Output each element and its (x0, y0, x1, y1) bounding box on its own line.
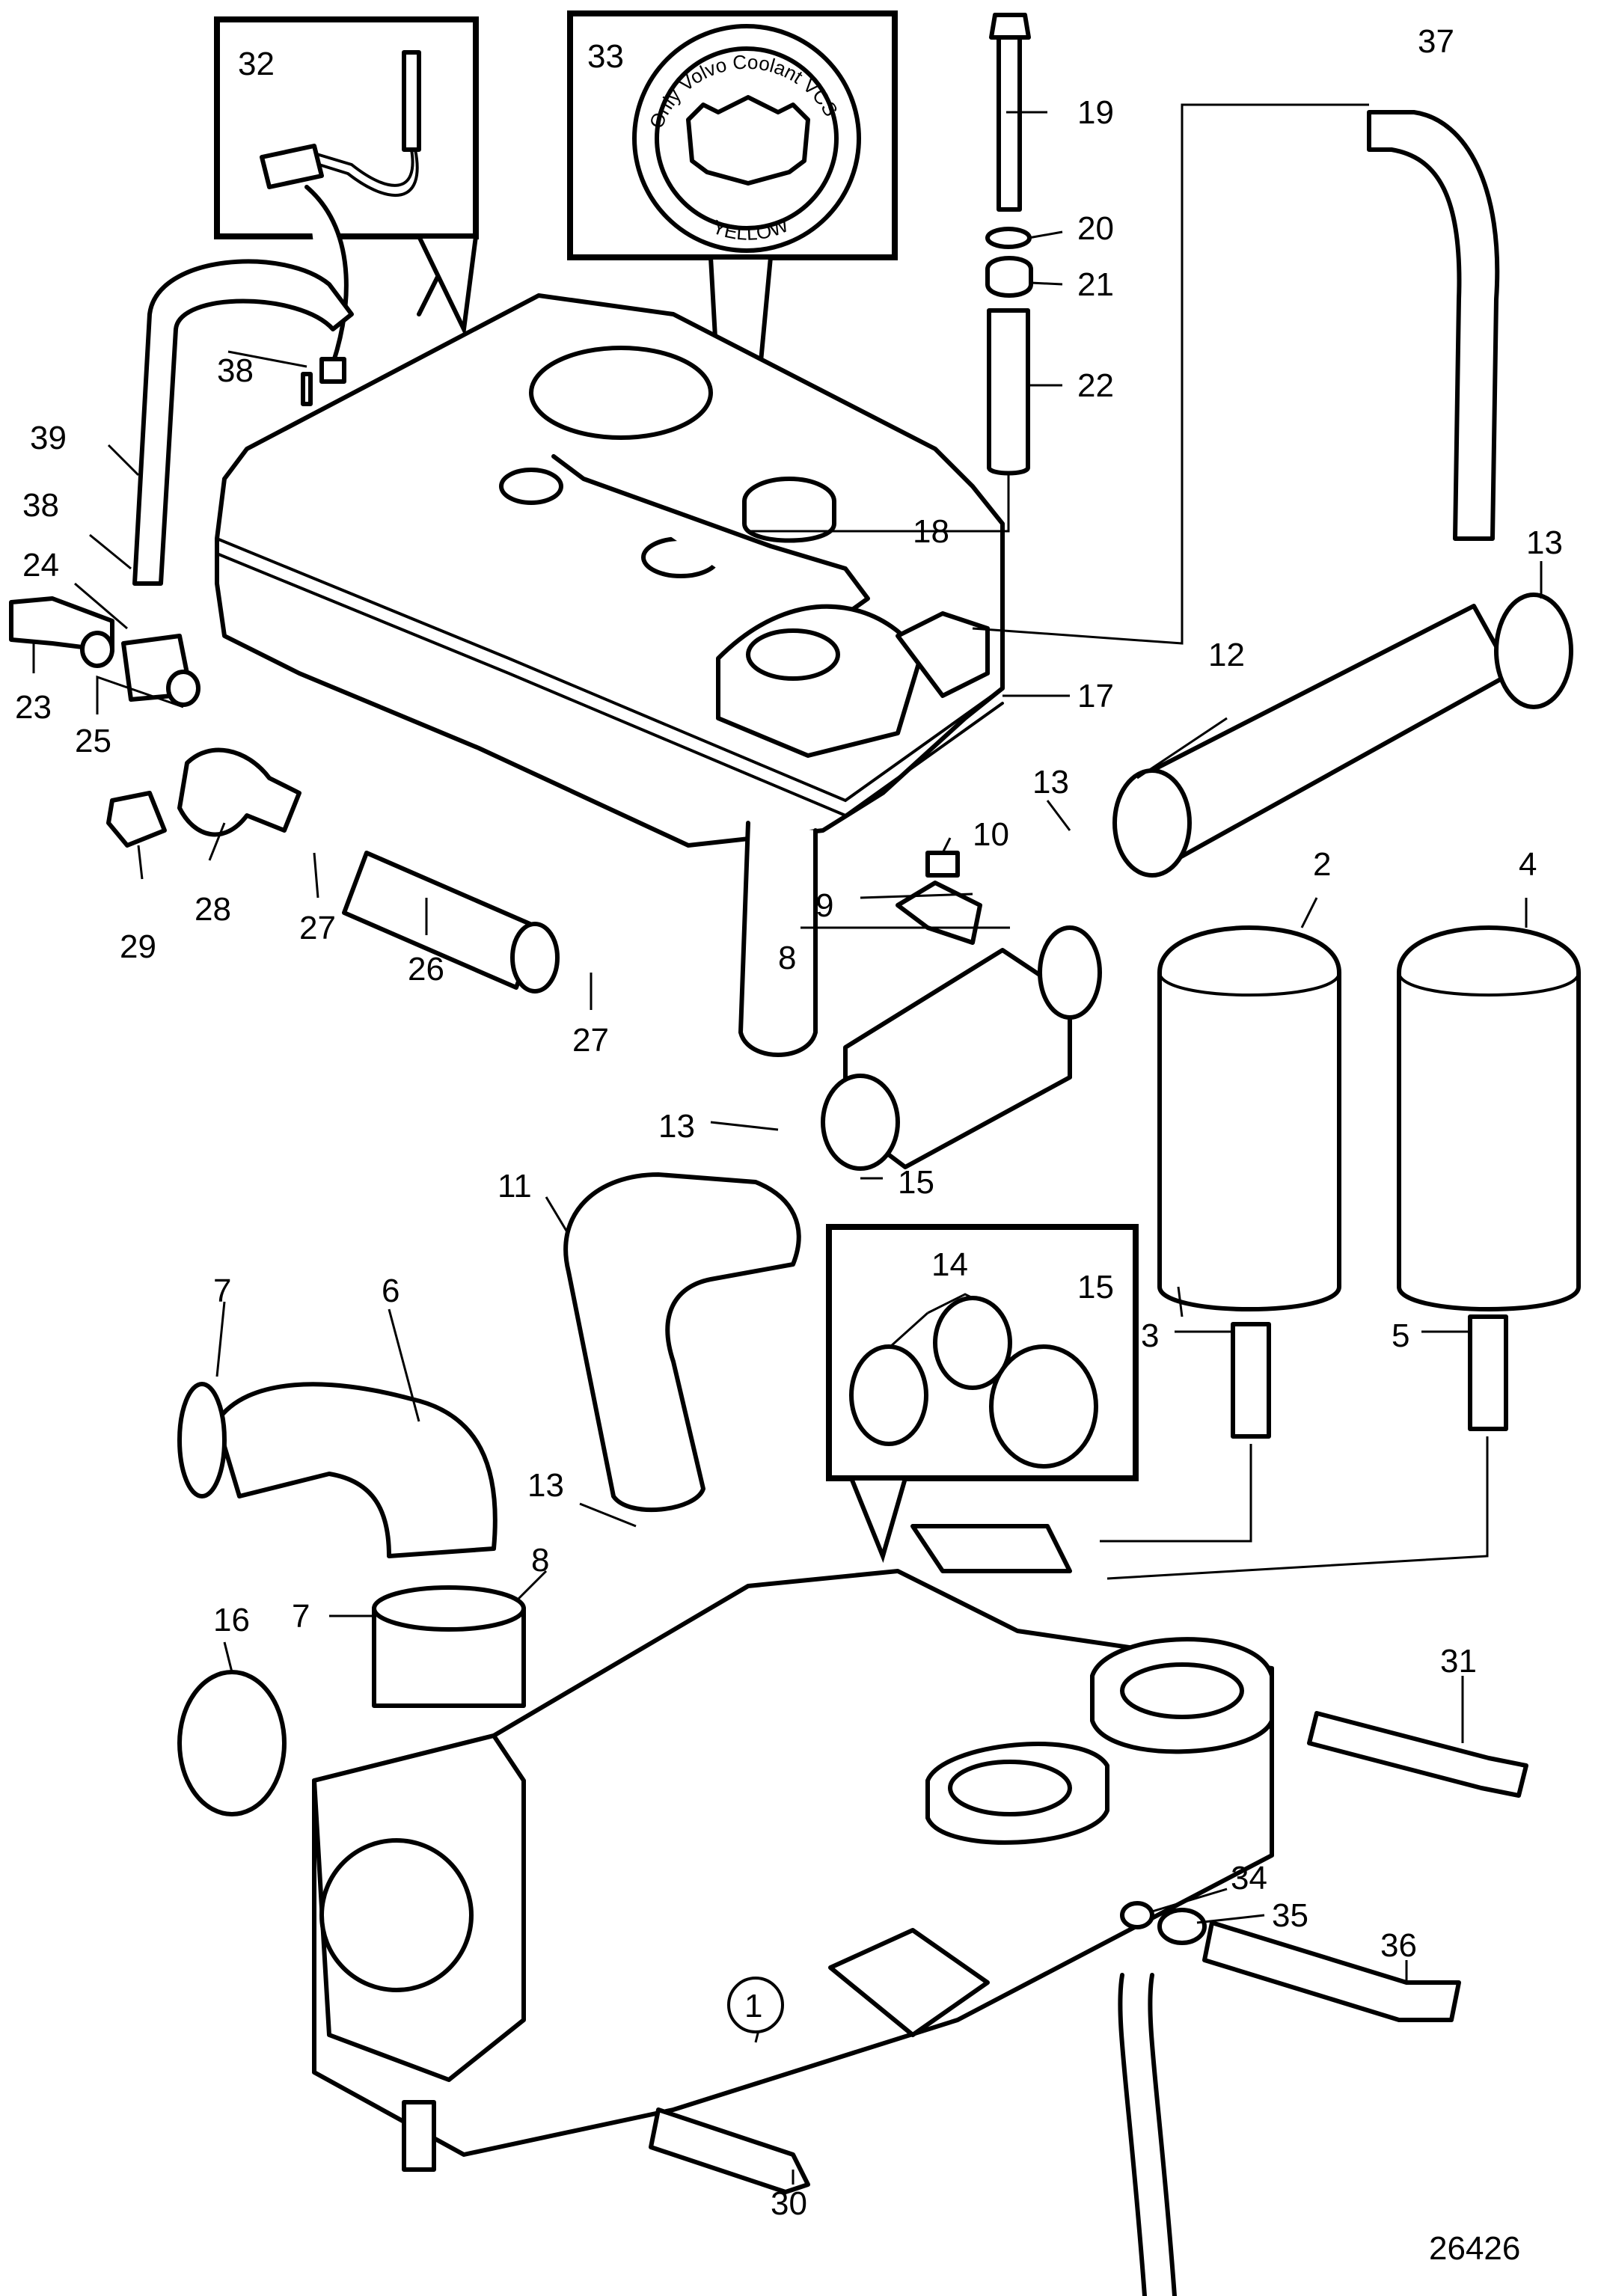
cable-eye-35 (1157, 1908, 1207, 1945)
callout-26: 26 (408, 951, 444, 988)
callout-27b: 27 (572, 1022, 609, 1059)
heat-exchanger-1 (312, 1524, 1274, 2296)
callout-7a: 7 (213, 1273, 231, 1309)
callout-20: 20 (1077, 210, 1114, 247)
callout-39: 39 (30, 420, 67, 456)
callout-38a: 38 (217, 352, 254, 389)
nipple-3 (1231, 1322, 1271, 1439)
callout-9: 9 (815, 887, 833, 924)
callout-34: 34 (1231, 1860, 1267, 1897)
callout-36: 36 (1380, 1927, 1417, 1964)
washer-25a (80, 631, 114, 668)
callout-29: 29 (120, 928, 156, 965)
hose-37 (1367, 110, 1500, 541)
callout-labels: 1 2 3 4 5 6 7 7 8 8 9 10 11 12 13 13 13 … (15, 23, 1563, 2222)
callout-19: 19 (1077, 94, 1114, 131)
callout-37: 37 (1418, 23, 1454, 60)
callout-1-ring (727, 1977, 784, 2033)
callout-28: 28 (195, 891, 231, 928)
callout-18: 18 (913, 513, 949, 550)
bolt-10 (925, 851, 960, 878)
accumulator-2 (1157, 925, 1341, 1311)
callout-2: 2 (1313, 846, 1331, 883)
callout-13d: 13 (527, 1467, 564, 1504)
callout-38b: 38 (22, 487, 59, 524)
hose-26 (342, 851, 560, 994)
callout-10: 10 (973, 816, 1009, 853)
callout-8a: 8 (778, 940, 796, 976)
bolt-30 (649, 2107, 810, 2194)
elbow-28 (177, 747, 301, 837)
sleeve-22 (987, 308, 1030, 476)
callout-35: 35 (1272, 1897, 1308, 1934)
callout-33: 33 (587, 38, 624, 75)
callout-21: 21 (1077, 266, 1114, 303)
callout-27a: 27 (299, 910, 336, 946)
clamp-7a (177, 1382, 227, 1498)
bolt-19 (989, 13, 1031, 212)
callout-13a: 13 (1526, 524, 1563, 561)
callout-1: 1 (744, 1988, 762, 2024)
bolt-31 (1307, 1711, 1528, 1798)
callout-32: 32 (238, 46, 275, 82)
drawing-number: 26426 (1429, 2230, 1520, 2267)
callout-24: 24 (22, 547, 59, 584)
callout-30: 30 (771, 2185, 807, 2222)
callout-22: 22 (1077, 367, 1114, 404)
callout-13c: 13 (658, 1108, 695, 1145)
callout-15a: 15 (1077, 1269, 1114, 1305)
callout-6: 6 (382, 1273, 400, 1309)
nipple-5 (1468, 1314, 1508, 1431)
inset-14-15-orings (826, 1224, 1139, 1481)
callout-11: 11 (498, 1168, 532, 1204)
inset-33-cap: Only Volvo Coolant VCS YELLOW (567, 10, 898, 260)
callout-23: 23 (15, 689, 52, 726)
callout-5: 5 (1392, 1317, 1409, 1354)
callout-25: 25 (75, 723, 111, 759)
hose-6 (215, 1382, 498, 1558)
bolt-36 (1202, 1920, 1461, 2022)
accumulator-4 (1397, 925, 1581, 1311)
callout-13b: 13 (1032, 764, 1069, 800)
washer-34 (1120, 1901, 1154, 1929)
spacer-21 (985, 256, 1033, 298)
inset-32-sensor (214, 16, 479, 316)
callout-31: 31 (1440, 1643, 1477, 1680)
thermostat-housing-8 (821, 925, 1102, 1171)
hose-39 (132, 259, 354, 586)
callout-14: 14 (931, 1246, 968, 1283)
callout-3: 3 (1141, 1317, 1159, 1354)
washer-25b (166, 670, 200, 707)
bracket-9 (896, 881, 982, 945)
hose-12 (1112, 593, 1573, 878)
callout-16: 16 (213, 1602, 250, 1638)
callout-17: 17 (1077, 678, 1114, 714)
expansion-tank (215, 185, 1005, 1057)
callout-8b: 8 (531, 1542, 549, 1579)
callout-4: 4 (1519, 846, 1537, 883)
washer-20 (985, 227, 1032, 249)
o-ring-16 (177, 1670, 287, 1816)
plug-29 (106, 791, 167, 848)
hose-11 (563, 1172, 801, 1513)
callout-12: 12 (1208, 637, 1245, 673)
callout-7b: 7 (292, 1598, 310, 1635)
callout-15b: 15 (898, 1164, 934, 1201)
